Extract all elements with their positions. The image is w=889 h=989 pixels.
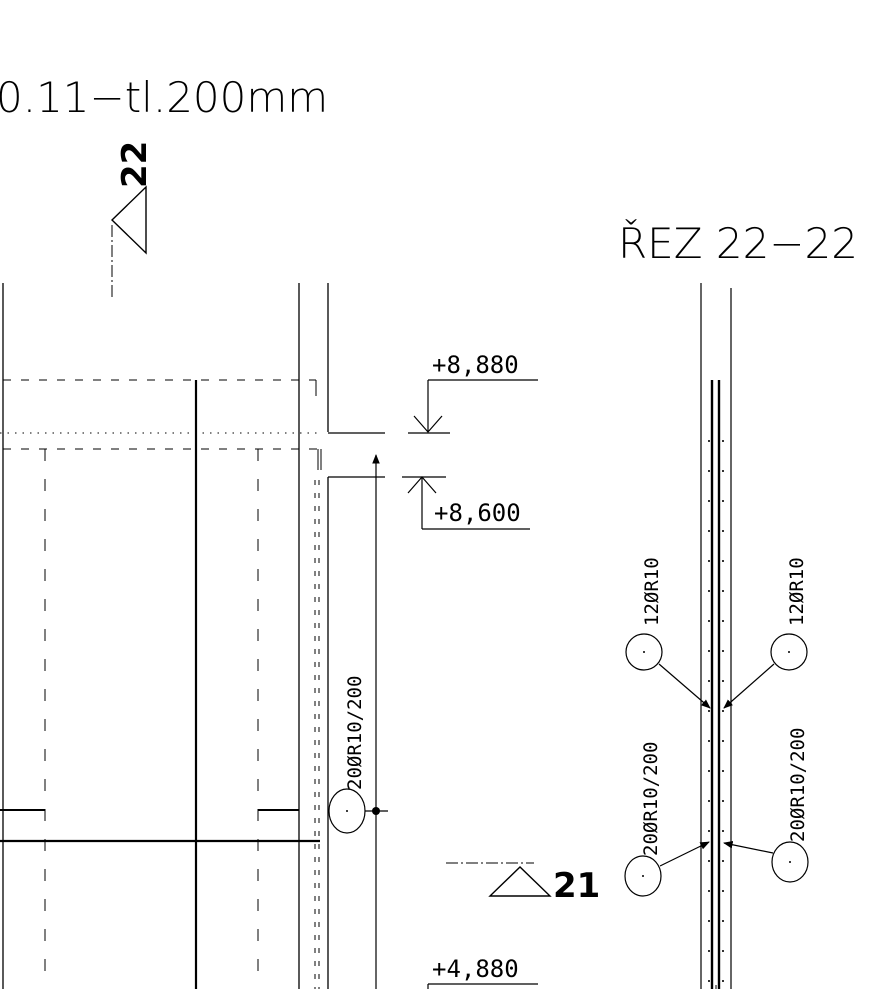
rebar-callout-main: 20ØR10/200 (328, 676, 366, 834)
level-label-mid: +8,600 (434, 499, 521, 527)
wall-title: 0.11−tl.200mm (0, 73, 328, 122)
wall-elevation (0, 283, 388, 989)
rebar-label-left-bottom: 20ØR10/200 (640, 742, 662, 856)
section-marker-22-label: 22 (115, 141, 155, 188)
section-marker-21: 21 (446, 862, 600, 906)
section-marker-21-label: 21 (553, 866, 600, 906)
level-marker-mid: +8,600 (402, 476, 530, 530)
section-marker-triangle (110, 185, 147, 255)
rebar-label-main: 20ØR10/200 (344, 676, 366, 790)
section-22-detail (700, 283, 732, 989)
rebar-callout-left-top: 12ØR10 (625, 557, 711, 709)
level-marker-top: +8,880 (408, 351, 538, 434)
rebar-label-left-top: 12ØR10 (641, 557, 663, 626)
rebar-callout-left-bottom: 20ØR10/200 (624, 742, 710, 897)
rebar-label-right-top: 12ØR10 (786, 557, 808, 626)
rebar-callout-right-top: 12ØR10 (723, 557, 808, 709)
section-title: ŘEZ 22−22 (618, 218, 858, 268)
level-label-top: +8,880 (432, 351, 519, 379)
level-marker-bottom: +4,880 (427, 955, 538, 989)
level-label-bottom: +4,880 (432, 955, 519, 983)
section-marker-22: 22 (110, 141, 155, 298)
section-marker-21-triangle (488, 866, 552, 897)
rebar-label-right-bottom: 20ØR10/200 (787, 728, 809, 842)
rebar-callout-right-bottom: 20ØR10/200 (723, 728, 809, 883)
